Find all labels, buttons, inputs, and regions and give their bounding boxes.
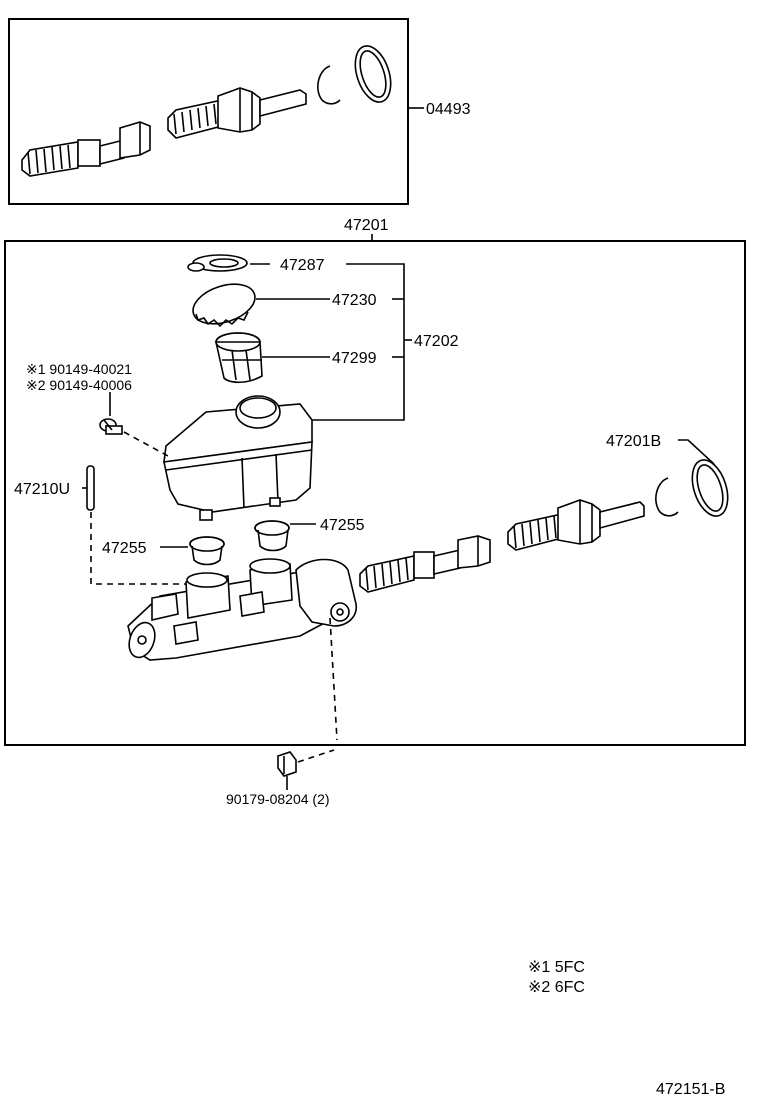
kit-piston-primary (167, 87, 307, 139)
strainer-label: 47299 (332, 350, 377, 367)
reservoir-group-label: 47202 (414, 333, 459, 350)
assembly-snap-ring (655, 477, 679, 517)
screw-part (99, 418, 123, 435)
assembly-frame (4, 240, 746, 746)
screw-note-2: ※2 90149-40006 (26, 377, 132, 393)
assembly-seal-ring (691, 459, 729, 517)
nut-label: 90179-08204 (2) (226, 791, 330, 807)
kit-seal-ring (354, 45, 392, 103)
kit-piston-secondary (21, 121, 151, 177)
cap-part (192, 283, 256, 328)
note-1: ※1 5FC (528, 959, 585, 976)
kit-snap-ring (317, 65, 341, 105)
assembly-label: 47201 (344, 217, 389, 234)
gasket-label: 47287 (280, 257, 325, 274)
assembly-piston-primary (507, 499, 645, 551)
master-cylinder-body (127, 558, 358, 661)
strainer-part (215, 332, 263, 384)
grommet-left-label: 47255 (102, 540, 147, 557)
cap-label: 47230 (332, 292, 377, 309)
note-2: ※2 6FC (528, 979, 585, 996)
nut-part (277, 751, 297, 777)
piston-kit-label: 47201B (606, 433, 661, 450)
grommet-right-label: 47255 (320, 517, 365, 534)
kit-frame (8, 18, 409, 205)
gasket-part (187, 254, 248, 272)
drawing-number: 472151-B (656, 1081, 725, 1098)
pin-part (86, 465, 95, 511)
kit-label: 04493 (426, 101, 471, 118)
assembly-piston-secondary (359, 535, 491, 593)
reservoir-tank (163, 395, 313, 521)
grommet-right-part (254, 520, 290, 552)
pin-label: 47210U (14, 481, 70, 498)
grommet-left-part (189, 536, 225, 566)
screw-note-1: ※1 90149-40021 (26, 361, 132, 377)
